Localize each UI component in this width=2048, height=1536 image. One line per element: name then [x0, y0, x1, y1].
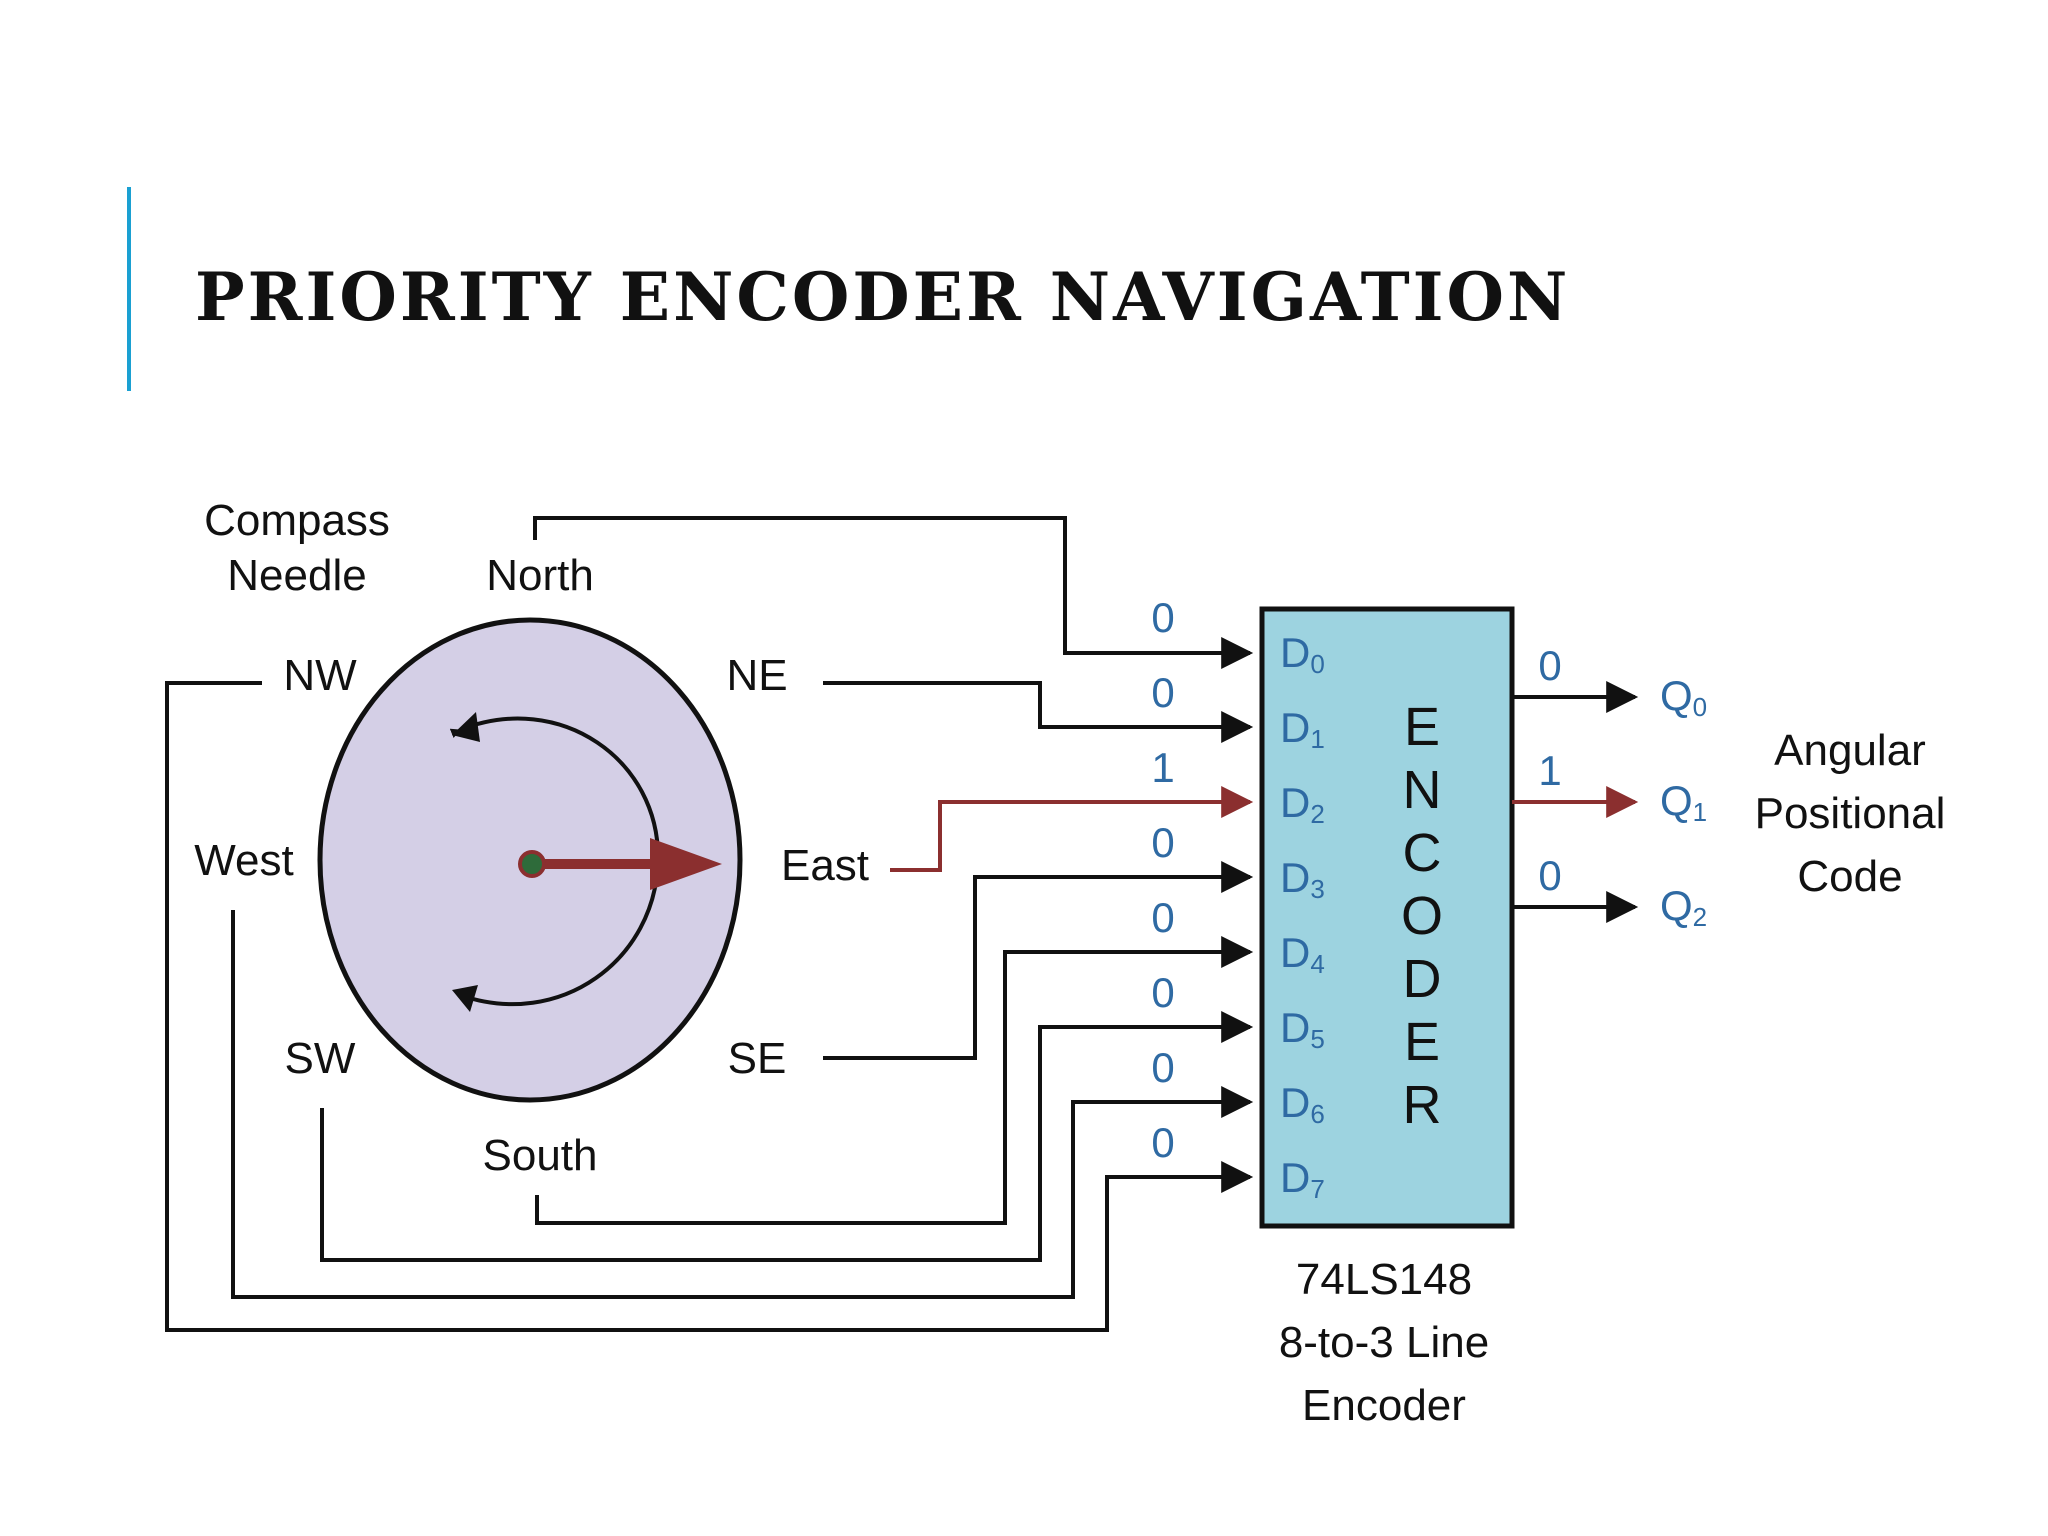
encoder-title-vertical: E N C O D E R [1401, 697, 1443, 1135]
rotation-arrow-top-head-icon [452, 712, 480, 742]
pin-label-q0: Q0 [1660, 672, 1707, 722]
pin-label-d1: D1 [1280, 704, 1325, 754]
input-value-d1: 0 [1151, 669, 1174, 716]
wire-west [231, 910, 1254, 1299]
input-value-d7: 0 [1151, 1119, 1174, 1166]
pin-label-d7: D7 [1280, 1154, 1325, 1204]
encoder-box [1259, 606, 1515, 1229]
wire-ne [823, 681, 1254, 743]
output-label-line2: Positional [1755, 789, 1946, 838]
compass-pivot [518, 850, 546, 878]
input-values: 0 0 1 0 0 0 0 0 [1151, 594, 1174, 1166]
part-caption-line3: Encoder [1302, 1381, 1466, 1430]
pin-label-d5: D5 [1280, 1004, 1325, 1054]
input-value-d4: 0 [1151, 894, 1174, 941]
encoder-letter: E [1404, 1012, 1440, 1072]
pin-label-d2: D2 [1280, 779, 1325, 829]
slide-title: PRIORITY ENCODER NAVIGATION [195, 258, 1571, 336]
pin-label-q1: Q1 [1660, 777, 1707, 827]
compass-needle-head-icon [650, 838, 722, 890]
encoder-letter: C [1403, 823, 1442, 883]
compass-caption-line1: Compass [204, 496, 390, 545]
compass-label-ne: NE [726, 651, 787, 700]
compass-label-east: East [781, 841, 869, 890]
compass-label-se: SE [728, 1034, 787, 1083]
input-value-d6: 0 [1151, 1044, 1174, 1091]
output-label-line3: Code [1797, 852, 1902, 901]
output-value-q2: 0 [1538, 852, 1561, 899]
wire-nw [165, 681, 1254, 1332]
compass-label-sw: SW [285, 1034, 356, 1083]
input-value-d5: 0 [1151, 969, 1174, 1016]
compass-label-west: West [194, 836, 293, 885]
compass-label-nw: NW [283, 651, 357, 700]
compass-caption-line2: Needle [227, 551, 366, 600]
pin-label-q2: Q2 [1660, 882, 1707, 932]
output-value-q1: 1 [1538, 747, 1561, 794]
wire-east [890, 786, 1254, 872]
wire-sw [320, 1011, 1254, 1262]
wire-se [823, 861, 1254, 1060]
compass-label-south: South [483, 1131, 598, 1180]
encoder-letter: O [1401, 886, 1443, 946]
part-caption-line2: 8-to-3 Line [1279, 1318, 1489, 1367]
rotation-arrow-bottom-head-icon [452, 985, 478, 1012]
input-value-d2: 1 [1151, 744, 1174, 791]
wire-south [535, 936, 1254, 1225]
pin-label-d3: D3 [1280, 854, 1325, 904]
encoder-letter: R [1403, 1075, 1442, 1135]
pin-label-d4: D4 [1280, 929, 1325, 979]
title-accent-bar [127, 187, 131, 391]
part-caption-line1: 74LS148 [1296, 1255, 1472, 1304]
output-value-q0: 0 [1538, 642, 1561, 689]
pin-label-d0: D0 [1280, 629, 1325, 679]
input-pin-labels: D0 D1 D2 D3 D4 D5 D6 D7 [1280, 629, 1325, 1204]
pin-label-d6: D6 [1280, 1079, 1325, 1129]
output-label-line1: Angular [1774, 726, 1926, 775]
encoder-letter: D [1403, 949, 1442, 1009]
input-value-d3: 0 [1151, 819, 1174, 866]
wire-north [533, 516, 1254, 669]
compass-label-north: North [486, 551, 594, 600]
encoder-letter: E [1404, 697, 1440, 757]
input-value-d0: 0 [1151, 594, 1174, 641]
encoder-letter: N [1403, 760, 1442, 820]
